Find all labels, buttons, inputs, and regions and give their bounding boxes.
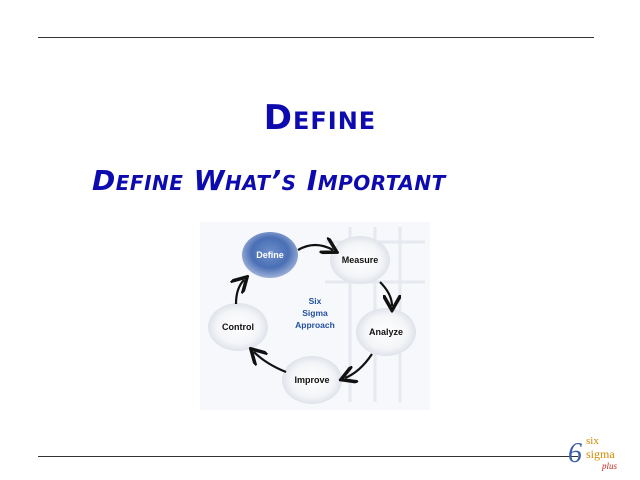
six-sigma-cycle-diagram: Define Measure Analyze Improve Control S…	[200, 222, 430, 410]
logo-graphic: 6 six sigma plus	[568, 435, 618, 471]
step-define-label: Define	[256, 250, 284, 260]
logo-plus: plus	[601, 461, 618, 471]
slide-title: Define	[263, 98, 377, 138]
step-control-label: Control	[222, 322, 254, 332]
node-define	[242, 232, 298, 278]
slide-subtitle: Define What’s Important	[92, 164, 446, 197]
arrow-control-to-define	[236, 280, 244, 305]
center-line-six: Six	[308, 296, 322, 306]
cycle-graphic	[208, 227, 425, 404]
node-measure	[330, 236, 390, 284]
logo-sigma: sigma	[586, 447, 615, 461]
logo-digit: 6	[568, 438, 582, 469]
step-improve-label: Improve	[294, 375, 330, 385]
node-improve	[282, 356, 342, 404]
top-divider	[38, 37, 594, 38]
center-line-sigma: Sigma	[302, 308, 328, 318]
arrow-improve-to-control	[254, 352, 287, 374]
bottom-divider	[38, 456, 578, 457]
center-line-approach: Approach	[295, 320, 335, 330]
step-measure-label: Measure	[341, 255, 379, 265]
step-analyze-label: Analyze	[368, 327, 403, 337]
arrow-define-to-measure	[297, 245, 333, 250]
logo-six: six	[586, 435, 599, 447]
node-analyze	[356, 308, 416, 356]
arrow-analyze-to-improve	[345, 353, 373, 378]
arrow-measure-to-analyze	[379, 281, 392, 306]
six-sigma-plus-logo: 6 six sigma plus	[566, 432, 638, 472]
diagram-center-label: Six Sigma Approach	[282, 295, 348, 331]
node-control	[208, 303, 268, 351]
